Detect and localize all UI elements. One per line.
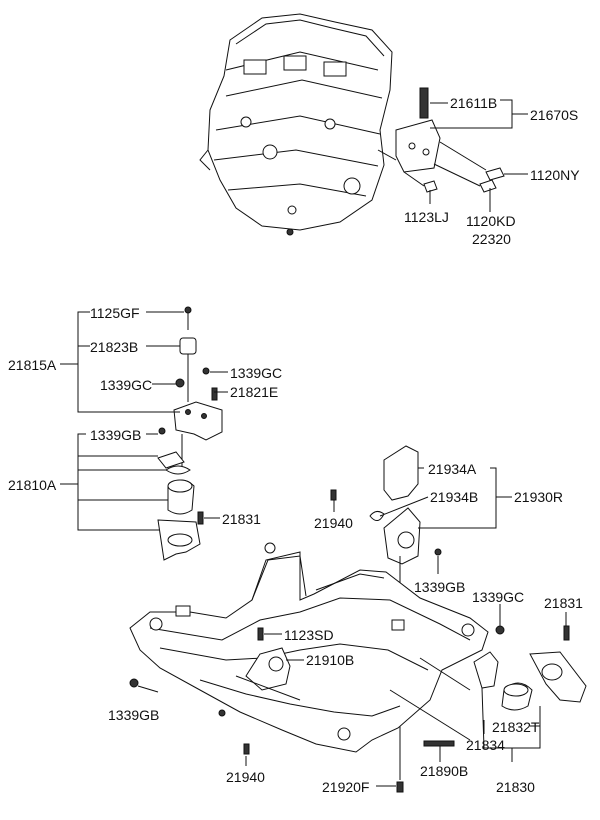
label-21930r: 21930R [514,489,563,505]
engine-bracket-21670s [377,87,505,193]
label-21830: 21830 [496,779,535,795]
label-21890b: 21890B [420,763,468,779]
left-mount-assembly [157,306,223,561]
right-mount-assembly [330,445,442,780]
label-21940-a: 21940 [314,515,353,531]
label-21823b: 21823B [90,339,138,355]
label-21910b: 21910B [306,652,354,668]
label-1339gc-c: 1339GC [472,589,524,605]
label-21831-a: 21831 [222,511,261,527]
label-21920f: 21920F [322,779,369,795]
label-1339gb-a: 1339GB [90,427,141,443]
label-21934a: 21934A [428,461,477,477]
leader-lines [60,99,567,787]
mount-21830 [129,625,587,793]
label-21815a: 21815A [8,357,57,373]
label-1339gc-b: 1339GC [100,377,152,393]
mount-21910b [235,627,301,701]
label-21834: 21834 [466,737,505,753]
label-21611b: 21611B [450,95,497,111]
part-labels: 21611B 21670S 1120NY 1123LJ 1120KD 22320… [8,95,583,795]
label-22320: 22320 [472,231,511,247]
label-1339gc-a: 1339GC [230,365,282,381]
label-21831-b: 21831 [544,595,583,611]
label-21821e: 21821E [230,384,278,400]
label-1123lj: 1123LJ [404,209,449,225]
subframe-illustration [129,542,489,753]
label-1125gf: 1125GF [90,305,140,321]
engine-block-illustration [199,13,393,236]
label-21940-b: 21940 [226,769,265,785]
label-1120kd: 1120KD [466,213,516,229]
label-21934b: 21934B [430,489,478,505]
label-21670s: 21670S [530,107,578,123]
label-1339gb-c: 1339GB [108,707,159,723]
label-21810a: 21810A [8,477,57,493]
label-1339gb-b: 1339GB [414,579,465,595]
label-1120ny: 1120NY [530,167,580,183]
label-21832t: 21832T [492,719,540,735]
label-1123sd: 1123SD [284,627,334,643]
